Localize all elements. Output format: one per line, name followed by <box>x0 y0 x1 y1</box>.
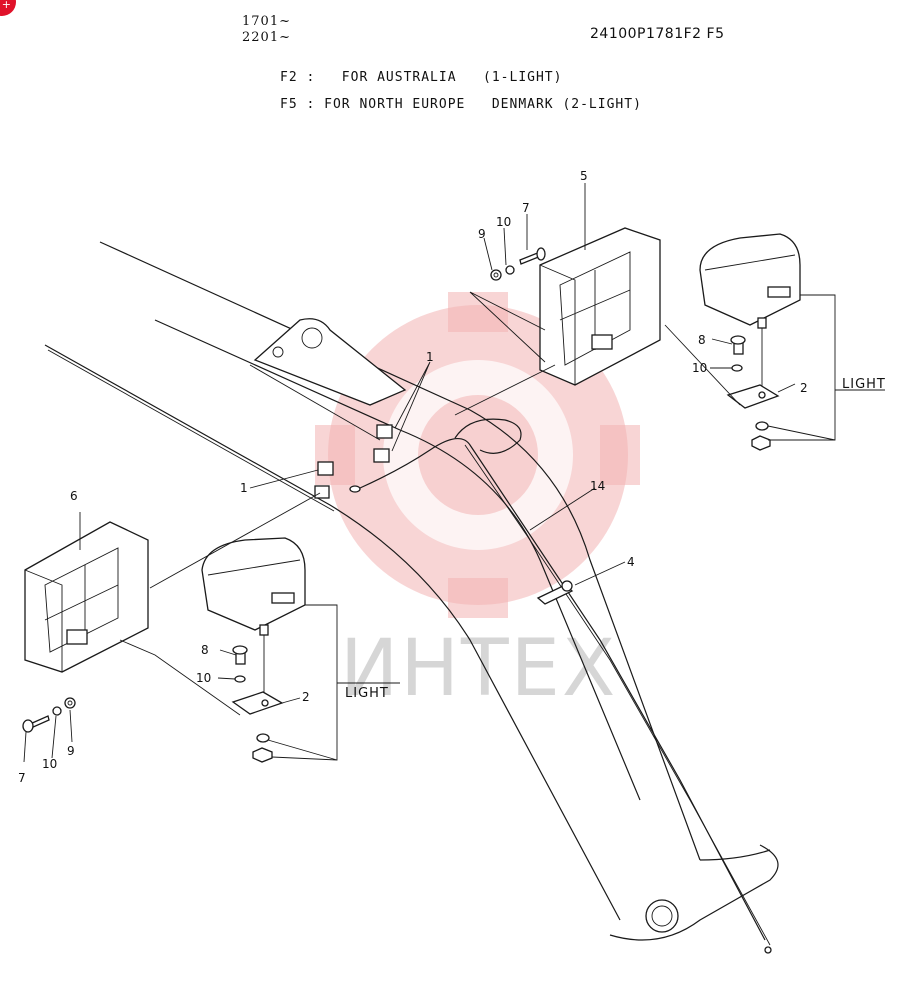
light-guard-right <box>539 227 661 386</box>
callout-5: 5 <box>580 169 588 183</box>
callout-9-right: 9 <box>478 227 486 241</box>
callout-numbers: 1 1 2 2 4 5 6 7 7 8 8 9 9 10 10 10 10 14 <box>18 169 808 785</box>
callout-7-left: 7 <box>18 771 26 785</box>
callout-9-left: 9 <box>67 744 75 758</box>
wire-harness <box>349 418 772 954</box>
lamp-bracket-left <box>231 645 284 763</box>
callout-14: 14 <box>590 479 605 493</box>
callout-8-left: 8 <box>201 643 209 657</box>
callout-10-right-top: 10 <box>496 215 511 229</box>
callout-8-right: 8 <box>698 333 706 347</box>
boom-outline <box>44 241 779 941</box>
leader-lines <box>23 183 885 763</box>
light-label-right: LIGHT <box>842 377 886 392</box>
watermark-text: ИНТЕХ <box>340 624 617 714</box>
serial-range-2: 2201~ <box>242 30 291 45</box>
clamp-part <box>536 580 574 605</box>
callout-1-upper: 1 <box>426 350 434 364</box>
work-lamp-left <box>201 537 306 700</box>
callout-6: 6 <box>70 489 78 503</box>
screw-set-left <box>22 697 76 733</box>
variant-note-f5: F5 : FOR NORTH EUROPE DENMARK (2-LIGHT) <box>280 97 642 112</box>
boom-bracket <box>249 318 407 441</box>
variant-note-f2: F2 : FOR AUSTRALIA (1-LIGHT) <box>280 70 563 85</box>
screw-set-right <box>490 247 546 281</box>
callout-10-left-lamp: 10 <box>196 671 211 685</box>
callout-2-left: 2 <box>302 690 310 704</box>
serial-range-1: 1701~ <box>242 14 291 29</box>
callout-7-right: 7 <box>522 201 530 215</box>
callout-4: 4 <box>627 555 635 569</box>
light-guard-left <box>24 521 149 673</box>
callout-1-lower: 1 <box>240 481 248 495</box>
light-label-left: LIGHT <box>345 686 389 701</box>
work-lamp-right <box>699 233 801 400</box>
callout-10-right-lamp: 10 <box>692 361 707 375</box>
connector-parts <box>314 424 393 499</box>
document-code: 24100P1781F2 F5 <box>590 26 725 42</box>
callout-2-right: 2 <box>800 381 808 395</box>
callout-10-left-bottom: 10 <box>42 757 57 771</box>
lamp-bracket-right <box>726 335 780 451</box>
